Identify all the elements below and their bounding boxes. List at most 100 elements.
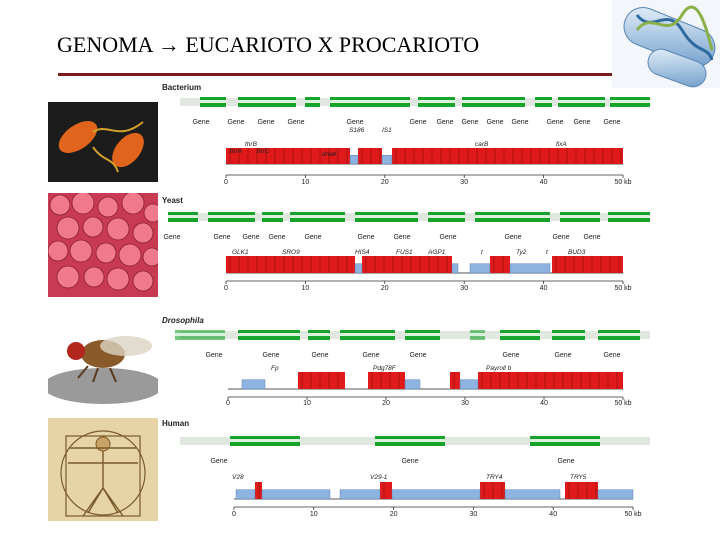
noncoding-region: [452, 264, 458, 273]
gene-word: Gene: [557, 458, 574, 465]
organism-label: Yeast: [162, 196, 183, 205]
genome-panel-yeast: YeastGeneGeneGeneGeneGeneGeneGeneGeneGen…: [162, 196, 650, 292]
axis-tick-label: 0: [232, 511, 236, 518]
noncoding-region: [598, 490, 633, 499]
gene-word: Gene: [210, 458, 227, 465]
organism-label: Drosophila: [162, 316, 204, 325]
gene-word: Gene: [401, 458, 418, 465]
axis-tick-label: 20: [390, 511, 398, 518]
gene-name: AGP1: [427, 249, 446, 256]
gene-word: Gene: [554, 352, 571, 359]
gene-word: Gene: [552, 234, 569, 241]
axis-tick-label: 20: [381, 179, 389, 186]
gene-word: Gene: [311, 352, 328, 359]
gene-name: Pdg78F: [373, 365, 397, 372]
gene-name: thrA: [230, 148, 242, 155]
gene-word: Gene: [409, 119, 426, 126]
gene-block-highlight: [610, 100, 650, 103]
gene-name: dnaK: [322, 151, 338, 158]
axis-tick-label: 50 kb: [624, 511, 641, 518]
gene-block-highlight: [238, 100, 296, 103]
genome-panel-human: HumanGeneGeneGeneV28V29-1TRY4TRY50102030…: [162, 419, 650, 518]
gene-name: V29-1: [370, 474, 388, 481]
gene-word: Gene: [461, 119, 478, 126]
axis-tick-label: 0: [224, 179, 228, 186]
axis-tick-label: 50 kb: [614, 400, 631, 407]
gene-block-highlight: [535, 100, 552, 103]
gene-word: Gene: [346, 119, 363, 126]
axis-tick-label: 30: [460, 285, 468, 292]
gene-word: Gene: [573, 119, 590, 126]
gene-block-highlight: [230, 439, 300, 442]
noncoding-region: [392, 490, 480, 499]
gene-block-highlight: [375, 439, 445, 442]
gene-word: Gene: [436, 119, 453, 126]
gene-block-highlight: [200, 100, 226, 103]
gene-word: Gene: [603, 119, 620, 126]
gene-block-highlight: [558, 100, 605, 103]
gene-name: HIS4: [355, 249, 370, 256]
gene-word: Gene: [257, 119, 274, 126]
gene-block-highlight: [552, 333, 585, 336]
gene-name: thrC: [257, 148, 270, 155]
coding-region: [450, 372, 460, 389]
gene-block-highlight: [290, 215, 345, 218]
gene-name: Fp: [271, 365, 279, 372]
gene-block-highlight: [428, 215, 465, 218]
gene-block-highlight: [175, 333, 225, 336]
gene-word: Gene: [262, 352, 279, 359]
gene-name: TRY5: [570, 474, 587, 481]
gene-name: S186: [349, 127, 365, 134]
gene-block-highlight: [308, 333, 330, 336]
axis-tick-label: 50 kb: [614, 285, 631, 292]
axis-tick-label: 10: [310, 511, 318, 518]
gene-word: Gene: [502, 352, 519, 359]
gene-word: Gene: [163, 234, 180, 241]
coding-region: [226, 256, 355, 273]
gene-name: carB: [475, 141, 489, 148]
genome-panel-drosophila: DrosophilaGeneGeneGeneGeneGeneGeneGeneGe…: [162, 316, 650, 407]
gene-block-highlight: [168, 215, 198, 218]
gene-word: Gene: [546, 119, 563, 126]
coding-region: [565, 482, 598, 499]
gene-word: Gene: [603, 352, 620, 359]
gene-block-highlight: [560, 215, 600, 218]
gene-block-highlight: [462, 100, 525, 103]
gene-block-highlight: [208, 215, 255, 218]
gene-block-highlight: [418, 100, 455, 103]
gene-name: SRO9: [282, 249, 300, 256]
gene-name: t: [546, 249, 549, 256]
organism-label: Bacterium: [162, 83, 201, 92]
noncoding-region: [405, 380, 420, 389]
organism-label: Human: [162, 419, 189, 428]
gene-name: Ty2: [516, 249, 527, 256]
gene-word: Gene: [268, 234, 285, 241]
gene-block-highlight: [340, 333, 395, 336]
axis-tick-label: 40: [540, 400, 548, 407]
noncoding-region: [382, 155, 392, 164]
gene-word: Gene: [362, 352, 379, 359]
axis-tick-label: 20: [382, 400, 390, 407]
gene-name: TRY4: [486, 474, 503, 481]
axis-tick-label: 10: [302, 285, 310, 292]
noncoding-region: [470, 264, 490, 273]
coding-region: [368, 372, 405, 389]
gene-name: t: [481, 249, 484, 256]
axis-tick-label: 30: [460, 179, 468, 186]
noncoding-region: [350, 155, 358, 164]
gene-block-highlight: [238, 333, 300, 336]
axis-tick-label: 50 kb: [614, 179, 631, 186]
gene-word: Gene: [486, 119, 503, 126]
gene-word: Gene: [287, 119, 304, 126]
noncoding-region: [242, 380, 265, 389]
gene-word: Gene: [227, 119, 244, 126]
gene-word: Gene: [205, 352, 222, 359]
coding-region: [392, 148, 623, 164]
noncoding-region: [510, 264, 550, 273]
gene-name: Payroll b: [486, 365, 512, 372]
gene-block-highlight: [355, 215, 418, 218]
noncoding-region: [340, 490, 380, 499]
axis-tick-label: 40: [540, 179, 548, 186]
